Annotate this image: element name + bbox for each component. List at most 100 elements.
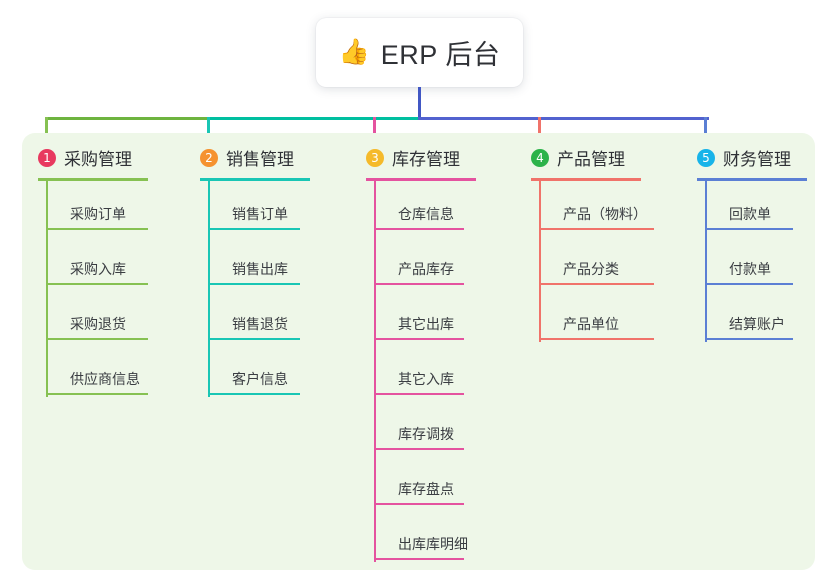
column-title: 产品管理 bbox=[557, 150, 625, 169]
list-item[interactable]: 采购订单 bbox=[46, 200, 148, 230]
list-item-label: 客户信息 bbox=[232, 371, 288, 387]
list-item-underline bbox=[705, 283, 793, 285]
column-header-underline bbox=[531, 178, 641, 181]
list-item[interactable]: 回款单 bbox=[705, 200, 793, 230]
thumbs-up-icon: 👍 bbox=[338, 38, 370, 66]
list-item[interactable]: 销售退货 bbox=[208, 310, 300, 340]
modules-panel bbox=[22, 133, 815, 570]
list-item-underline bbox=[374, 448, 464, 450]
list-item-label: 结算账户 bbox=[729, 316, 785, 332]
column-header-underline bbox=[38, 178, 148, 181]
column-header-underline bbox=[697, 178, 807, 181]
list-item-underline bbox=[46, 283, 148, 285]
list-item[interactable]: 其它入库 bbox=[374, 365, 464, 395]
column-header-2[interactable]: 2 销售管理 bbox=[200, 145, 294, 170]
module-column-4: 4 产品管理产品（物料） 产品分类产品单位 bbox=[531, 133, 681, 570]
list-item-label: 采购订单 bbox=[70, 206, 126, 222]
list-item-underline bbox=[705, 228, 793, 230]
list-item-underline bbox=[539, 228, 654, 230]
list-item[interactable]: 销售订单 bbox=[208, 200, 300, 230]
column-spine bbox=[705, 180, 707, 342]
module-column-5: 5 财务管理回款单付款单结算账户 bbox=[697, 133, 839, 570]
list-item[interactable]: 仓库信息 bbox=[374, 200, 464, 230]
column-header-underline bbox=[200, 178, 310, 181]
list-item[interactable]: 出库库明细 bbox=[374, 530, 468, 560]
list-item-underline bbox=[539, 283, 654, 285]
module-column-2: 2 销售管理销售订单销售出库销售退货客户信息 bbox=[200, 133, 350, 570]
column-spine bbox=[208, 180, 210, 397]
list-item-label: 产品库存 bbox=[398, 261, 454, 277]
column-spine bbox=[539, 180, 541, 342]
list-item-underline bbox=[374, 283, 464, 285]
list-item-label: 产品单位 bbox=[563, 316, 619, 332]
list-item[interactable]: 产品（物料） bbox=[539, 200, 654, 230]
column-index-badge: 4 bbox=[531, 148, 549, 167]
root-title: ERP 后台 bbox=[380, 40, 501, 70]
list-item[interactable]: 产品库存 bbox=[374, 255, 464, 285]
column-index-badge: 3 bbox=[366, 148, 384, 167]
list-item-underline bbox=[374, 393, 464, 395]
list-item[interactable]: 采购退货 bbox=[46, 310, 148, 340]
list-item-label: 仓库信息 bbox=[398, 206, 454, 222]
list-item[interactable]: 销售出库 bbox=[208, 255, 300, 285]
list-item-label: 产品（物料） bbox=[563, 206, 647, 222]
column-header-underline bbox=[366, 178, 476, 181]
list-item[interactable]: 结算账户 bbox=[705, 310, 793, 340]
list-item-label: 回款单 bbox=[729, 206, 771, 222]
column-header-5[interactable]: 5 财务管理 bbox=[697, 145, 791, 170]
list-item-label: 其它入库 bbox=[398, 371, 454, 387]
column-spine bbox=[46, 180, 48, 397]
list-item[interactable]: 付款单 bbox=[705, 255, 793, 285]
list-item[interactable]: 供应商信息 bbox=[46, 365, 148, 395]
bus-segment-mid bbox=[208, 117, 420, 120]
list-item-underline bbox=[208, 393, 300, 395]
list-item-underline bbox=[46, 228, 148, 230]
list-item-underline bbox=[208, 338, 300, 340]
list-item-label: 采购退货 bbox=[70, 316, 126, 332]
root-stub bbox=[418, 87, 421, 120]
list-item-underline bbox=[539, 338, 654, 340]
column-index-badge: 5 bbox=[697, 148, 715, 167]
list-item-label: 产品分类 bbox=[563, 261, 619, 277]
list-item-underline bbox=[46, 338, 148, 340]
list-item-label: 出库库明细 bbox=[398, 536, 468, 552]
list-item[interactable]: 库存盘点 bbox=[374, 475, 464, 505]
list-item[interactable]: 库存调拨 bbox=[374, 420, 464, 450]
column-title: 采购管理 bbox=[64, 150, 132, 169]
root-node[interactable]: 👍 ERP 后台 bbox=[316, 18, 523, 87]
list-item[interactable]: 客户信息 bbox=[208, 365, 300, 395]
bus-segment-right bbox=[418, 117, 709, 120]
module-column-1: 1 采购管理采购订单采购入库采购退货供应商信息 bbox=[38, 133, 188, 570]
list-item-label: 销售退货 bbox=[232, 316, 288, 332]
column-header-1[interactable]: 1 采购管理 bbox=[38, 145, 132, 170]
column-header-4[interactable]: 4 产品管理 bbox=[531, 145, 625, 170]
list-item-underline bbox=[208, 283, 300, 285]
list-item-underline bbox=[374, 338, 464, 340]
list-item[interactable]: 产品单位 bbox=[539, 310, 654, 340]
list-item-underline bbox=[374, 503, 464, 505]
column-title: 库存管理 bbox=[392, 150, 460, 169]
list-item-label: 销售订单 bbox=[232, 206, 288, 222]
module-column-3: 3 库存管理仓库信息产品库存其它出库其它入库库存调拨库存盘点出库库明细 bbox=[366, 133, 516, 570]
list-item-label: 库存盘点 bbox=[398, 481, 454, 497]
list-item-label: 其它出库 bbox=[398, 316, 454, 332]
list-item-underline bbox=[705, 338, 793, 340]
list-item-label: 采购入库 bbox=[70, 261, 126, 277]
list-item-label: 付款单 bbox=[729, 261, 771, 277]
column-index-badge: 1 bbox=[38, 148, 56, 167]
list-item-underline bbox=[374, 228, 464, 230]
list-item-label: 供应商信息 bbox=[70, 371, 140, 387]
column-spine bbox=[374, 180, 376, 562]
column-header-3[interactable]: 3 库存管理 bbox=[366, 145, 460, 170]
column-title: 销售管理 bbox=[226, 150, 294, 169]
list-item-underline bbox=[374, 558, 464, 560]
list-item-underline bbox=[208, 228, 300, 230]
bus-segment-left bbox=[45, 117, 210, 120]
list-item[interactable]: 产品分类 bbox=[539, 255, 654, 285]
list-item-underline bbox=[46, 393, 148, 395]
column-title: 财务管理 bbox=[723, 150, 791, 169]
column-index-badge: 2 bbox=[200, 148, 218, 167]
list-item[interactable]: 采购入库 bbox=[46, 255, 148, 285]
list-item[interactable]: 其它出库 bbox=[374, 310, 464, 340]
